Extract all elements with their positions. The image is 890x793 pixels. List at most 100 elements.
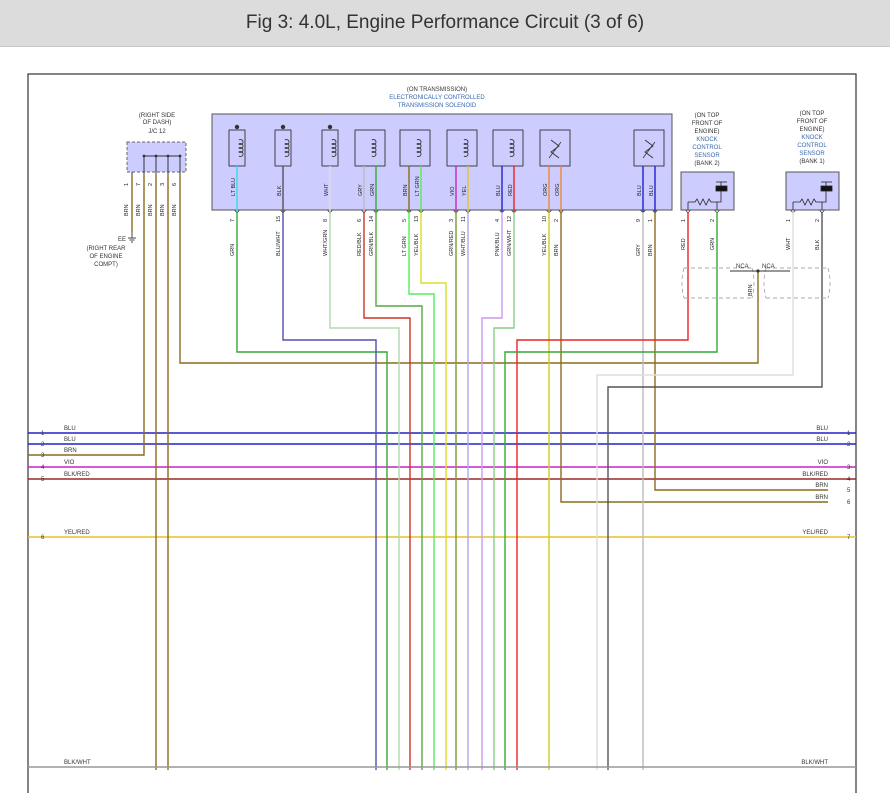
- knock1-label: FRONT OF: [797, 119, 828, 125]
- wire-knock2-grn: [504, 212, 718, 770]
- coil-housing: [446, 129, 478, 167]
- knock2-label: KNOCK: [696, 137, 717, 143]
- right-rail-wire-label: VIO: [818, 460, 829, 466]
- knock-out-label: GRN: [710, 238, 716, 250]
- junction-wire-labels: BRN BRN BRN BRN BRN: [124, 204, 178, 216]
- solenoid-wire-label: BLU: [637, 185, 643, 196]
- solenoid-label-2: ELECTRONICALLY CONTROLLED: [389, 95, 485, 101]
- knock2-element-icon: [687, 181, 728, 210]
- knock-pin: 1: [681, 219, 687, 222]
- solenoid-out-label: GRY: [636, 244, 642, 256]
- solenoid-out-label: BLU/WHT: [276, 231, 282, 256]
- wire-red-blk: [363, 212, 411, 770]
- junction-wire-label: BRN: [124, 204, 130, 216]
- right-rail-pin: 5: [847, 488, 851, 494]
- junction-label-1: (RIGHT SIDE: [139, 113, 175, 119]
- solenoid-out-label: YEL/BLK: [414, 233, 420, 256]
- wire-wht-grn: [329, 212, 400, 770]
- solenoid-wire-label: ORG: [543, 183, 549, 196]
- knock-pin: 2: [710, 219, 716, 222]
- ground-icon: [128, 232, 136, 243]
- knock1-label: SENSOR: [799, 151, 825, 157]
- solenoid-wire-label: RED: [508, 184, 514, 196]
- junction-pin: 2: [148, 183, 154, 186]
- knock1-label: (BANK 1): [799, 159, 824, 165]
- solenoid-wire-label: LT GRN: [415, 176, 421, 196]
- coil-housing: [539, 129, 571, 167]
- coil-housing: [633, 129, 665, 167]
- left-rail-pin: 5: [41, 477, 45, 483]
- knock-pin: 1: [786, 219, 792, 222]
- right-rail-pin: 7: [847, 535, 851, 541]
- solenoid-pin: 7: [230, 219, 236, 222]
- solenoid-pins: LT BLU7GRNBLK15BLU/WHTWHT8WHT/GRNGRY6RED…: [230, 166, 658, 256]
- knock-out-label: RED: [681, 238, 687, 250]
- wire-lt-grn: [408, 212, 435, 770]
- solenoid-pin: 3: [449, 219, 455, 222]
- wire-pnk-blu: [481, 212, 503, 770]
- knock1-label: (ON TOP: [800, 111, 825, 117]
- junction-label-3: J/C 12: [148, 129, 166, 135]
- solenoid-wire-label: LT BLU: [231, 178, 237, 196]
- wiring-diagram: (RIGHT SIDE OF DASH) J/C 12 1 7 2 3 6 BR…: [27, 73, 857, 793]
- coil-terminal-dot: [234, 124, 240, 130]
- nca-label-right: NCA: [762, 264, 775, 270]
- solenoid-out-label: PNK/BLU: [495, 232, 501, 256]
- left-rail-wire-label: VIO: [64, 460, 75, 466]
- knock-pin: 2: [815, 219, 821, 222]
- right-rail-wire-label: BLK/RED: [802, 472, 828, 478]
- solenoid-pin: 1: [648, 219, 654, 222]
- coil-housing: [399, 129, 431, 167]
- wire-yel-blk: [420, 212, 447, 770]
- solenoid-out-label: YEL/BLK: [542, 233, 548, 256]
- right-rail-pin: 2: [847, 442, 851, 448]
- solenoid-coils: [228, 124, 665, 167]
- right-rail-pin: 1: [847, 431, 851, 437]
- solenoid-pin: 2: [554, 219, 560, 222]
- left-rail-wire-label: BLK/WHT: [64, 760, 91, 766]
- left-rail-pin: 3: [41, 453, 45, 459]
- solenoid-wire-label: VIO: [450, 186, 456, 196]
- page-title: Fig 3: 4.0L, Engine Performance Circuit …: [245, 12, 645, 33]
- left-rail-pin: 1: [41, 431, 45, 437]
- coil-housing: [354, 129, 386, 167]
- variable-resistor-icon: [644, 139, 654, 159]
- solenoid-out-label: BRN: [554, 244, 560, 256]
- left-rail-wire-label: BLK/RED: [64, 472, 90, 478]
- solenoid-out-label: GRN: [230, 244, 236, 256]
- right-rail-pin: 4: [847, 477, 851, 483]
- junction-pin: 3: [160, 183, 166, 186]
- solenoid-pin: 12: [507, 216, 513, 222]
- junction-wire-label: BRN: [136, 204, 142, 216]
- junction-pin: 6: [172, 183, 178, 186]
- solenoid-wire-label: YEL: [462, 186, 468, 196]
- knock2-label: (ON TOP: [695, 113, 720, 119]
- knock1-label: KNOCK: [801, 135, 822, 141]
- left-rail-wire-label: YEL/RED: [64, 530, 90, 536]
- knock-out-label: BLK: [815, 239, 821, 250]
- ground-name: EE: [118, 237, 126, 243]
- solenoid-wire-label: GRN: [370, 184, 376, 196]
- wire-knock1-wht: [596, 212, 794, 770]
- right-rail-wire-label: BRN: [815, 495, 828, 501]
- left-rail-pin: 4: [41, 465, 45, 471]
- variable-resistor-arrow: [548, 141, 562, 159]
- coil-icon: [284, 139, 290, 157]
- left-rail-wire-label: BLU: [64, 426, 76, 432]
- wire-grn-wht: [493, 212, 515, 770]
- wire-grn: [236, 212, 388, 770]
- nca-drain-label: BRN: [748, 284, 754, 296]
- solenoid-pin: 8: [323, 219, 329, 222]
- junction-label-2: OF DASH): [143, 120, 172, 126]
- coil-icon: [463, 139, 469, 157]
- solenoid-wire-label: BLK: [277, 185, 283, 196]
- wire-jc-6-drain: [179, 176, 759, 364]
- solenoid-pin: 5: [402, 219, 408, 222]
- solenoid-out-label: LT GRN: [402, 236, 408, 256]
- coil-housing: [492, 129, 524, 167]
- right-rail-wire-label: YEL/RED: [802, 530, 828, 536]
- junction-pin: 7: [136, 183, 142, 186]
- wire-brn-6: [560, 212, 828, 503]
